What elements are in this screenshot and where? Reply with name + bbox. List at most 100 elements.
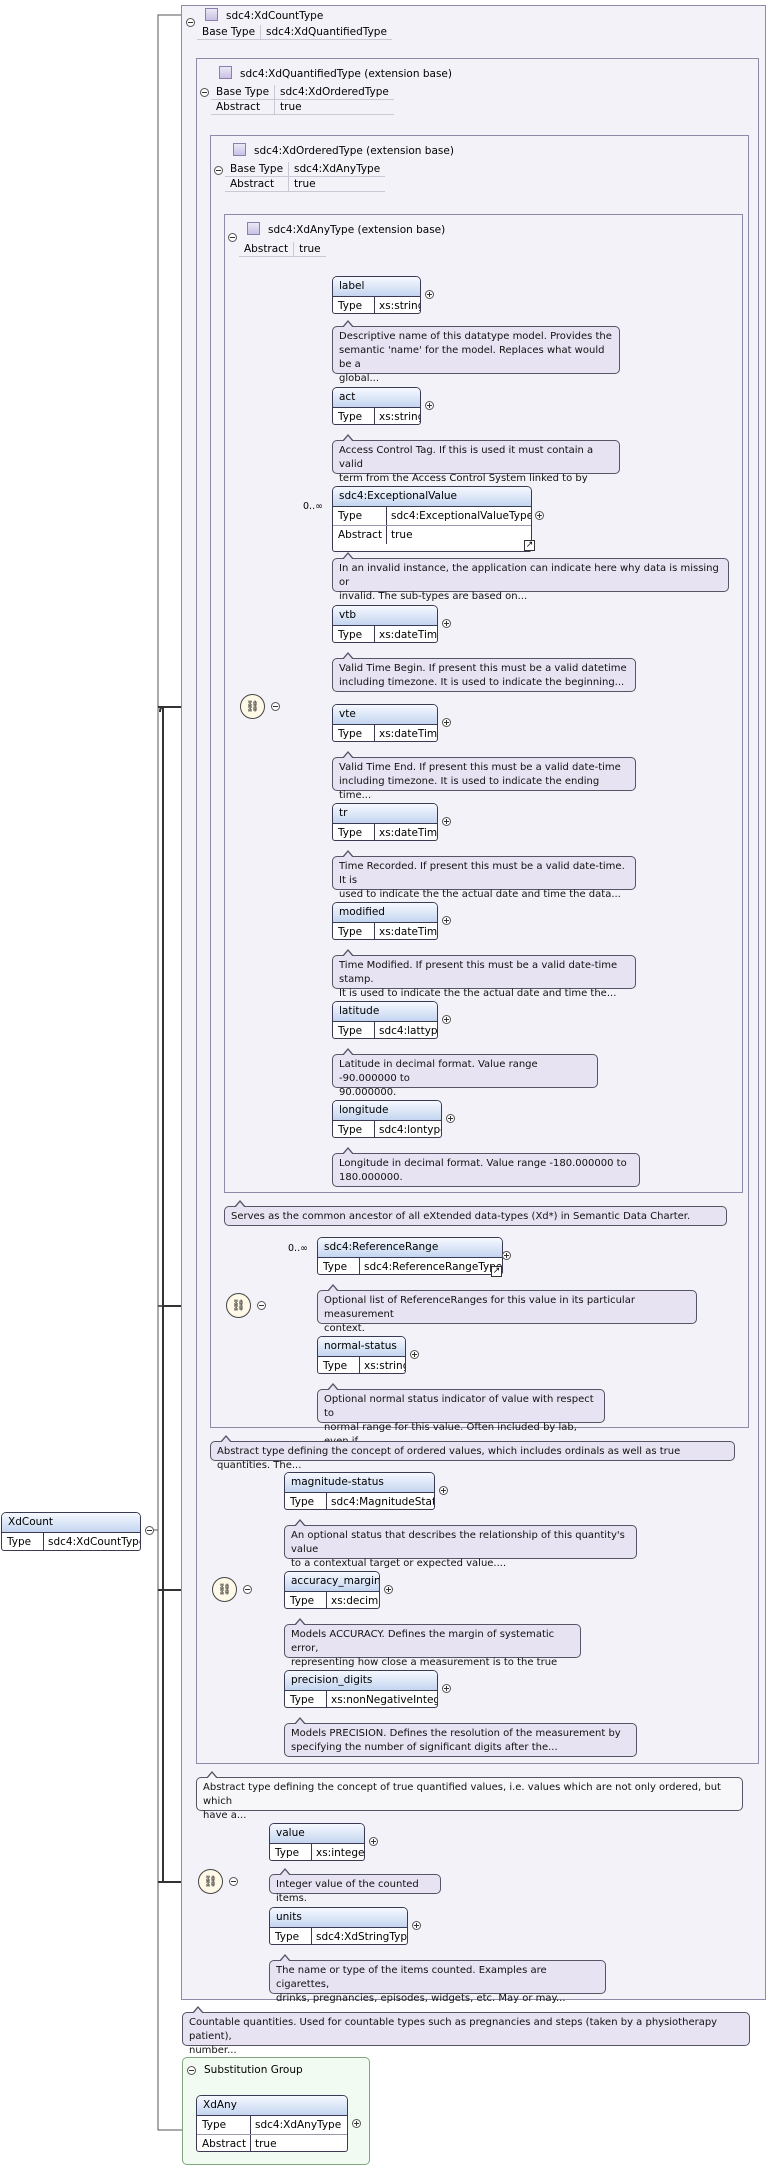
abstract-value: true (255, 2138, 277, 2150)
type-icon (233, 143, 246, 156)
element-name: act (333, 388, 420, 408)
expand-toggle-icon[interactable] (369, 1837, 378, 1846)
type-icon (219, 66, 232, 79)
external-reference-icon[interactable]: ↗ (524, 540, 535, 551)
expand-toggle-icon[interactable] (425, 401, 434, 410)
documentation-annotation: The name or type of the items counted. E… (269, 1954, 606, 2004)
element-name: longitude (333, 1101, 441, 1121)
abstract-label: Abstract (239, 242, 295, 257)
expand-toggle-icon[interactable] (442, 817, 451, 826)
expand-toggle-icon[interactable] (535, 511, 544, 520)
collapse-toggle-icon[interactable] (271, 702, 280, 711)
type-value: sdc4:lontype (379, 1124, 442, 1136)
type-label: Type (197, 2116, 251, 2134)
type-value: xs:dateTime (379, 728, 438, 740)
collapse-toggle-icon[interactable] (145, 1526, 154, 1535)
type-value: xs:dateTime (379, 629, 438, 641)
type-label: Type (333, 297, 375, 313)
element-name: XdAny (197, 2096, 347, 2116)
type-label: Type (318, 1357, 360, 1373)
element-name: vtb (333, 606, 437, 626)
collapse-toggle-icon[interactable] (187, 2066, 196, 2075)
abstract-value: true (293, 242, 326, 257)
expand-toggle-icon[interactable] (446, 1114, 455, 1123)
collapse-toggle-icon[interactable] (228, 233, 237, 242)
expand-toggle-icon[interactable] (442, 916, 451, 925)
external-reference-icon[interactable]: ↗ (491, 1266, 502, 1277)
sequence-compositor-icon[interactable]: ⛓ (212, 1577, 237, 1602)
expand-toggle-icon[interactable] (410, 1350, 419, 1359)
abstract-label: Abstract (211, 99, 276, 115)
complex-type-title: sdc4:XdCountType (205, 8, 323, 22)
collapse-toggle-icon[interactable] (214, 166, 223, 175)
element-reference-range[interactable]: sdc4:ReferenceRange Type sdc4:ReferenceRa… (317, 1237, 503, 1275)
element-name: sdc4:ReferenceRange (318, 1238, 502, 1258)
documentation-annotation: Optional list of ReferenceRanges for thi… (317, 1284, 697, 1334)
expand-toggle-icon[interactable] (412, 1921, 421, 1930)
type-label: Type (318, 1258, 360, 1274)
element-precision-digits[interactable]: precision_digits Typexs:nonNegativeInteg… (284, 1670, 438, 1708)
sequence-compositor-icon[interactable]: ⛓ (226, 1293, 251, 1318)
base-type-value: sdc4:XdAnyType (288, 162, 386, 177)
type-value: xs:dateTime (379, 827, 438, 839)
sequence-compositor-icon[interactable]: ⛓ (240, 694, 265, 719)
sequence-compositor-icon[interactable]: ⛓ (198, 1869, 223, 1894)
type-documentation: Serves as the common ancestor of all eXt… (224, 1200, 727, 1226)
type-value: xs:nonNegativeInteger (331, 1694, 437, 1706)
collapse-toggle-icon[interactable] (257, 1301, 266, 1310)
expand-toggle-icon[interactable] (442, 718, 451, 727)
documentation-annotation: Time Recorded. If present this must be a… (332, 850, 636, 900)
abstract-label: Abstract (225, 176, 290, 192)
element-name: vte (333, 705, 437, 725)
base-type-label: Base Type (211, 85, 276, 100)
type-label: Type (2, 1533, 44, 1550)
element-longitude[interactable]: longitude Type sdc4:lontype (332, 1100, 442, 1138)
type-label: Type (285, 1691, 327, 1707)
collapse-toggle-icon[interactable] (200, 88, 209, 97)
type-icon (247, 222, 260, 235)
documentation-annotation: Access Control Tag. If this is used it m… (332, 434, 620, 498)
base-type-label: Base Type (225, 162, 290, 177)
type-value: sdc4:ReferenceRangeType (364, 1261, 503, 1273)
abstract-value: true (391, 529, 413, 541)
expand-toggle-icon[interactable] (425, 290, 434, 299)
expand-toggle-icon[interactable] (442, 1015, 451, 1024)
type-documentation: Abstract type defining the concept of tr… (196, 1771, 743, 1821)
collapse-toggle-icon[interactable] (186, 18, 195, 27)
base-type-value: sdc4:XdOrderedType (274, 85, 394, 100)
expand-toggle-icon[interactable] (384, 1585, 393, 1594)
complex-type-xdanytype (224, 214, 743, 1193)
type-label: Type (333, 1121, 375, 1137)
expand-toggle-icon[interactable] (352, 2119, 361, 2128)
element-name: tr (333, 804, 437, 824)
collapse-toggle-icon[interactable] (229, 1877, 238, 1886)
collapse-toggle-icon[interactable] (243, 1585, 252, 1594)
expand-toggle-icon[interactable] (442, 1684, 451, 1693)
element-name: XdCount (2, 1513, 140, 1533)
expand-toggle-icon[interactable] (439, 1486, 448, 1495)
type-label: Type (333, 1022, 375, 1038)
element-magnitude-status[interactable]: magnitude-status Typesdc4:MagnitudeStatu… (284, 1472, 435, 1510)
complex-type-title: sdc4:XdQuantifiedType (extension base) (219, 66, 452, 80)
documentation-annotation: Longitude in decimal format. Value range… (332, 1147, 640, 1187)
expand-toggle-icon[interactable] (502, 1251, 511, 1260)
element-name: normal-status (318, 1337, 405, 1357)
type-documentation: Countable quantities. Used for countable… (182, 2006, 750, 2056)
expand-toggle-icon[interactable] (442, 619, 451, 628)
